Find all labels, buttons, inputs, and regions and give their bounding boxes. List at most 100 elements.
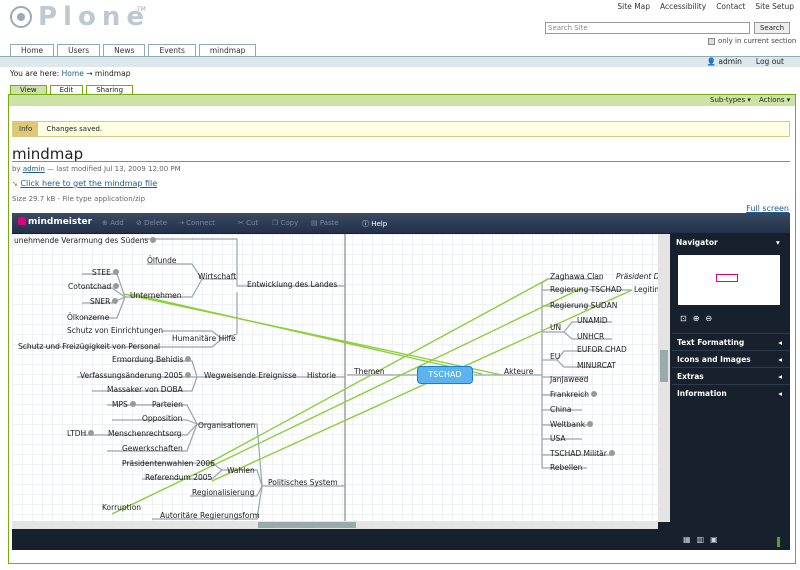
map-node[interactable]: Autoritäre Regierungsform: [160, 511, 260, 520]
map-node[interactable]: Entwicklung des Landes: [247, 280, 338, 289]
map-node[interactable]: Regierung SUDAN: [550, 301, 618, 310]
map-node[interactable]: Verfassungsänderung 2005: [80, 371, 192, 380]
map-node[interactable]: EU: [550, 352, 561, 361]
panel-text-formatting[interactable]: Text Formatting◂: [672, 333, 790, 350]
accessibility-link[interactable]: Accessibility: [660, 2, 707, 11]
search-button[interactable]: Search: [754, 22, 790, 34]
only-current-checkbox[interactable]: [708, 37, 715, 45]
add-button[interactable]: ⊕ Add: [102, 219, 124, 227]
map-node[interactable]: Frankreich: [550, 390, 598, 399]
map-node[interactable]: Themen: [354, 367, 385, 376]
map-node[interactable]: Menschenrechtsorg: [108, 429, 182, 438]
tab-mindmap[interactable]: mindmap: [198, 44, 257, 56]
download-link[interactable]: Click here to get the mindmap file: [20, 179, 158, 188]
map-node[interactable]: UN: [550, 323, 562, 332]
center-node[interactable]: TSCHAD: [417, 366, 473, 384]
map-node[interactable]: Opposition: [142, 414, 183, 423]
map-node[interactable]: UNAMID: [577, 316, 608, 325]
map-node[interactable]: MPS: [112, 400, 136, 409]
navigator-preview[interactable]: [678, 255, 780, 305]
map-node[interactable]: Schutz von Einrichtungen: [67, 326, 164, 335]
map-node[interactable]: Janjaweed: [550, 375, 589, 384]
contact-link[interactable]: Contact: [716, 2, 746, 11]
plone-logo-icon[interactable]: [10, 6, 32, 28]
map-node[interactable]: STEE: [92, 268, 119, 277]
map-node[interactable]: LTDH: [67, 429, 95, 438]
tab-users[interactable]: Users: [57, 44, 101, 56]
site-map-link[interactable]: Site Map: [617, 2, 651, 11]
map-node[interactable]: Legitim: [634, 285, 658, 294]
map-node[interactable]: Unternehmen: [130, 291, 182, 300]
author-link[interactable]: admin: [22, 165, 45, 173]
user-link[interactable]: 👤 admin: [707, 57, 742, 66]
map-node[interactable]: Rebellen: [550, 463, 583, 472]
connect-button[interactable]: ⇢ Connect: [178, 219, 216, 227]
map-node[interactable]: UNHCR: [577, 332, 605, 341]
cut-button[interactable]: ✂ Cut: [238, 219, 259, 227]
zoom-in-icon[interactable]: ⊕: [692, 314, 700, 323]
zoom-out-icon[interactable]: ⊖: [705, 314, 713, 323]
panel-icons-images[interactable]: Icons and Images◂: [672, 350, 790, 367]
map-node[interactable]: Historie: [307, 371, 336, 380]
map-node[interactable]: Cotontchad: [68, 282, 120, 291]
map-node[interactable]: Ölfunde: [147, 256, 177, 265]
map-node[interactable]: Regionalisierung: [192, 488, 255, 497]
plone-logo-text[interactable]: Plone: [38, 2, 150, 32]
delete-button[interactable]: ⊘ Delete: [136, 219, 168, 227]
map-node[interactable]: MINURCAT: [577, 361, 616, 370]
tab-home[interactable]: Home: [10, 44, 55, 56]
map-node[interactable]: Wegweisende Ereignisse: [204, 371, 297, 380]
tab-news[interactable]: News: [103, 44, 146, 56]
map-node[interactable]: Humanitäre Hilfe: [172, 334, 236, 343]
map-node[interactable]: Referendum 2005: [145, 473, 213, 482]
map-node[interactable]: Wahlen: [227, 466, 255, 475]
map-node[interactable]: Politisches System: [268, 478, 338, 487]
map-node[interactable]: Akteure: [504, 367, 534, 376]
map-node[interactable]: Schutz und Freizügigkeit von Personal: [18, 342, 161, 351]
navigator-header[interactable]: Navigator▾: [676, 238, 780, 247]
fullscreen-link[interactable]: Full screen: [746, 204, 789, 213]
map-node[interactable]: EUFOR CHAD: [577, 345, 627, 354]
map-node[interactable]: Gewerkschaften: [122, 444, 183, 453]
map-node[interactable]: USA: [550, 434, 566, 443]
fit-icon[interactable]: ⊡: [680, 314, 687, 323]
actions-menu[interactable]: Actions ▾: [759, 96, 791, 104]
map-node[interactable]: China: [550, 405, 572, 414]
map-node[interactable]: Ermordung Behidis: [112, 355, 192, 364]
site-setup-link[interactable]: Site Setup: [755, 2, 794, 11]
map-node[interactable]: unehmende Verarmung des Südens: [14, 236, 157, 245]
map-node[interactable]: Massaker von DOBA: [107, 385, 183, 394]
horizontal-scroll-thumb[interactable]: [258, 522, 356, 528]
map-node[interactable]: Regierung TSCHAD: [550, 285, 622, 294]
grid-view-icon[interactable]: ▥: [696, 535, 705, 544]
vertical-scroll-thumb[interactable]: [660, 350, 668, 382]
map-node[interactable]: Präsidentenwahlen 2006: [122, 459, 215, 468]
search-input[interactable]: Search Site: [545, 22, 750, 34]
mindmap-canvas[interactable]: TSCHAD unehmende Verarmung des Südens Öl…: [12, 234, 658, 522]
tab-sharing[interactable]: Sharing: [86, 85, 134, 95]
breadcrumb-home[interactable]: Home: [61, 69, 84, 78]
copy-button[interactable]: ❐ Copy: [272, 219, 299, 227]
map-node[interactable]: Präsident De: [616, 272, 658, 281]
map-node[interactable]: Organisationen: [198, 421, 256, 430]
tab-edit[interactable]: Edit: [49, 85, 84, 95]
panel-extras[interactable]: Extras◂: [672, 367, 790, 384]
map-node[interactable]: Ölkonzerne: [67, 313, 110, 322]
map-view-icon[interactable]: ▣: [710, 535, 718, 544]
help-button[interactable]: ⓘ Help: [362, 219, 387, 229]
tab-events[interactable]: Events: [148, 44, 196, 56]
subtypes-menu[interactable]: Sub-types ▾: [710, 96, 751, 104]
logout-link[interactable]: Log out: [755, 57, 784, 66]
map-node[interactable]: Weltbank: [550, 420, 594, 429]
tab-view[interactable]: View: [10, 85, 47, 95]
panel-information[interactable]: Information◂: [672, 384, 790, 401]
map-node[interactable]: Wirtschaft: [198, 272, 237, 281]
navigator-viewport[interactable]: [716, 274, 738, 282]
map-node[interactable]: Zaghawa Clan: [550, 272, 604, 281]
map-node[interactable]: Korruption: [102, 503, 142, 512]
map-node[interactable]: Parteien: [152, 400, 183, 409]
paste-button[interactable]: ▤ Paste: [311, 219, 339, 227]
map-node[interactable]: SNER: [90, 297, 119, 306]
map-node[interactable]: TSCHAD Militär: [550, 449, 615, 458]
outline-view-icon[interactable]: ▦: [683, 535, 691, 544]
